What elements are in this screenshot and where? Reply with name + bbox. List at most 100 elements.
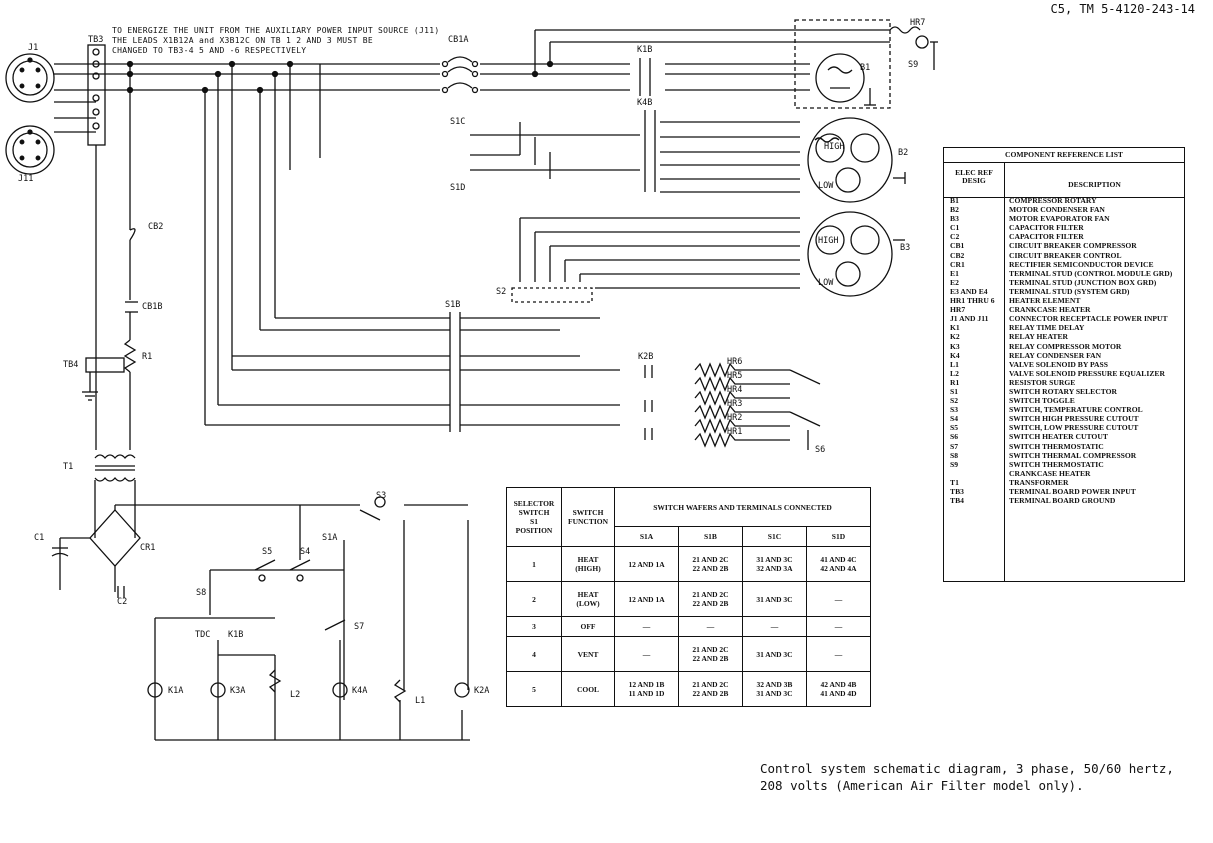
cell-s1d: — xyxy=(805,636,872,672)
reference-ref: T1 xyxy=(950,477,959,487)
cell-s1a: 12 AND 1A xyxy=(614,546,679,582)
label-cr1: CR1 xyxy=(140,543,156,553)
reference-ref: K1 xyxy=(950,323,960,333)
capacitor-c1 xyxy=(51,547,69,557)
header-selector: SELECTOR SWITCH S1 POSITION xyxy=(506,487,562,547)
reference-desc: MOTOR EVAPORATOR FAN xyxy=(1009,214,1110,224)
label-j11: J11 xyxy=(18,174,34,184)
reference-ref: R1 xyxy=(950,377,960,387)
table-row: 5 COOL 12 AND 1B 11 AND 1D 21 AND 2C 22 … xyxy=(506,671,872,707)
cell-s1a: 12 AND 1A xyxy=(614,581,679,617)
reference-row: K3 RELAY COMPRESSOR MOTOR xyxy=(944,342,1184,351)
evaporator-fan-motor-b3 xyxy=(807,211,905,297)
reference-desc: SWITCH, LOW PRESSURE CUTOUT xyxy=(1009,423,1139,433)
reference-ref: L2 xyxy=(950,368,959,378)
control-circuit xyxy=(154,504,470,741)
table-row: 2 HEAT (LOW) 12 AND 1A 21 AND 2C 22 AND … xyxy=(506,581,872,617)
reference-desc: RELAY TIME DELAY xyxy=(1009,323,1085,333)
table-row: 1 HEAT (HIGH) 12 AND 1A 21 AND 2C 22 AND… xyxy=(506,546,872,582)
reference-divider xyxy=(1004,196,1005,581)
label-high-b3: HIGH xyxy=(818,236,839,246)
cell-s1d: — xyxy=(805,581,872,617)
reference-desc: CAPACITOR FILTER xyxy=(1009,223,1084,233)
label-cb1a: CB1A xyxy=(448,35,469,45)
header-s1a: S1A xyxy=(614,526,679,547)
label-c2: C2 xyxy=(117,597,128,607)
header-s1b: S1B xyxy=(677,526,743,547)
cell-s1c: — xyxy=(741,616,807,637)
reference-ref: S8 xyxy=(950,450,959,460)
main-power-bus xyxy=(54,29,890,133)
label-tb4: TB4 xyxy=(63,360,79,370)
reference-desc: HEATER ELEMENT xyxy=(1009,296,1081,306)
label-k2a: K2A xyxy=(474,686,490,696)
toggle-s2-box xyxy=(511,287,593,303)
bus-junctions xyxy=(126,60,554,94)
reference-desc: SWITCH ROTARY SELECTOR xyxy=(1009,386,1118,396)
reference-ref: K2 xyxy=(950,332,960,342)
reference-desc: TERMINAL BOARD GROUND xyxy=(1009,496,1116,506)
reference-row: HR1 THRU 6 HEATER ELEMENT xyxy=(944,296,1184,305)
label-s1a: S1A xyxy=(322,533,338,543)
reference-ref: K3 xyxy=(950,341,960,351)
header-function: SWITCH FUNCTION xyxy=(561,487,615,547)
reference-desc: VALVE SOLENOID BY PASS xyxy=(1009,359,1108,369)
reference-desc: TERMINAL BOARD POWER INPUT xyxy=(1009,487,1136,496)
reference-header-ref: ELEC REF DESIG xyxy=(944,163,1005,197)
label-hr1: HR1 xyxy=(727,427,743,437)
label-hr5: HR5 xyxy=(727,371,743,381)
reference-desc: RELAY COMPRESSOR MOTOR xyxy=(1009,341,1122,351)
reference-ref: TB4 xyxy=(950,496,964,506)
reference-row: S5 SWITCH, LOW PRESSURE CUTOUT xyxy=(944,423,1184,432)
reference-desc: TERMINAL STUD (SYSTEM GRD) xyxy=(1009,286,1130,296)
reference-ref: S9 xyxy=(950,459,959,469)
table-header-row: SELECTOR SWITCH S1 POSITION SWITCH FUNCT… xyxy=(506,487,871,547)
tb3-terminals xyxy=(92,48,100,130)
reference-ref: C2 xyxy=(950,232,960,242)
reference-desc: CAPACITOR FILTER xyxy=(1009,232,1084,242)
cell-s1c: 31 AND 3C 32 AND 3A xyxy=(741,546,807,582)
label-k4b: K4B xyxy=(637,98,653,108)
cell-s1b: 21 AND 2C 22 AND 2B xyxy=(677,671,743,707)
cell-position: 2 xyxy=(506,581,562,617)
reference-desc: RESISTOR SURGE xyxy=(1009,377,1076,387)
selector-switch-table: SELECTOR SWITCH S1 POSITION SWITCH FUNCT… xyxy=(506,487,872,707)
label-c1: C1 xyxy=(34,533,45,543)
label-tdc: TDC xyxy=(195,630,211,640)
reference-desc: TERMINAL STUD (CONTROL MODULE GRD) xyxy=(1009,268,1173,278)
label-hr6: HR6 xyxy=(727,357,743,367)
reference-ref: HR1 THRU 6 xyxy=(950,296,995,306)
reference-ref: E3 AND E4 xyxy=(950,286,988,296)
label-j1: J1 xyxy=(28,43,39,53)
cell-position: 4 xyxy=(506,636,562,672)
reference-ref: S5 xyxy=(950,423,959,433)
energize-note: TO ENERGIZE THE UNIT FROM THE AUXILIARY … xyxy=(112,26,439,56)
table-row: 3 OFF — — — — xyxy=(506,616,872,637)
label-s7: S7 xyxy=(354,622,365,632)
label-s8: S8 xyxy=(196,588,207,598)
label-b1: B1 xyxy=(860,63,871,73)
reference-desc: SWITCH THERMAL COMPRESSOR xyxy=(1009,450,1137,460)
cell-function: VENT xyxy=(561,636,615,672)
reference-desc: MOTOR CONDENSER FAN xyxy=(1009,205,1105,215)
reference-ref: B1 xyxy=(950,196,959,205)
label-t1: T1 xyxy=(63,462,74,472)
connector-j11 xyxy=(5,125,55,175)
component-reference-list: COMPONENT REFERENCE LIST ELEC REF DESIG … xyxy=(943,147,1185,582)
label-k1a: K1A xyxy=(168,686,184,696)
header-wafers: SWITCH WAFERS AND TERMINALS CONNECTED xyxy=(614,487,871,527)
connector-j1 xyxy=(5,53,55,103)
label-k1b: K1B xyxy=(637,45,653,55)
